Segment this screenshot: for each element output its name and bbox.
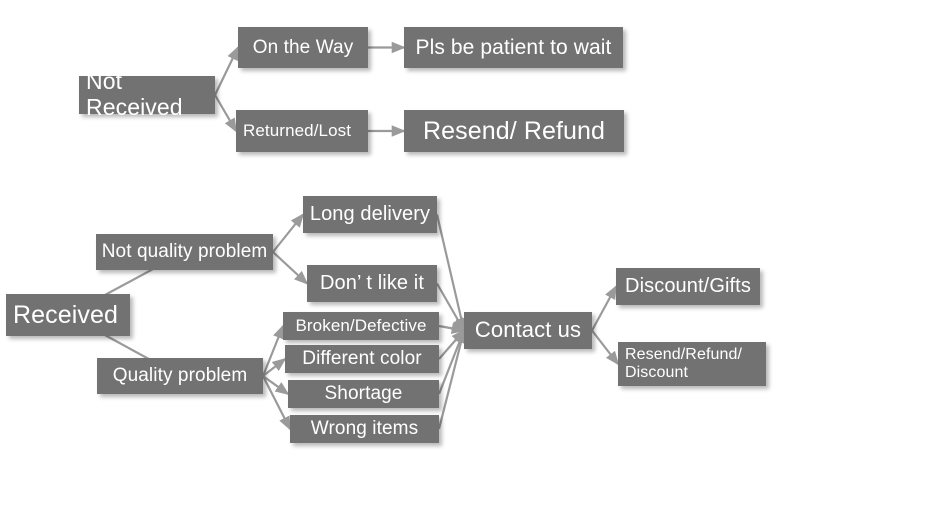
connector-not-received-to-on-the-way — [214, 45, 239, 96]
node-on-the-way[interactable]: On the Way — [238, 27, 368, 68]
node-resend-refund[interactable]: Resend/ Refund — [404, 110, 624, 152]
node-wrong-items[interactable]: Wrong items — [290, 415, 439, 443]
node-shortage[interactable]: Shortage — [288, 380, 439, 408]
connector-wrong-items-to-contact-us — [437, 328, 467, 430]
node-long-delivery[interactable]: Long delivery — [303, 196, 437, 233]
connector-quality-to-broken-defective — [261, 324, 285, 377]
node-different-color[interactable]: Different color — [285, 345, 439, 373]
connector-long-delivery-to-contact-us — [435, 214, 467, 333]
connector-dont-like-it-to-contact-us — [436, 282, 465, 333]
connector-contact-us-to-discount-gifts — [591, 284, 617, 332]
connector-quality-to-wrong-items — [262, 375, 291, 431]
connector-not-quality-to-long-delivery — [272, 213, 305, 253]
connector-not-quality-to-dont-like-it — [272, 251, 309, 285]
connector-quality-to-different-color — [262, 357, 287, 377]
node-broken-defective[interactable]: Broken/Defective — [283, 312, 439, 340]
node-contact-us[interactable]: Contact us — [464, 312, 592, 349]
node-discount-gifts[interactable]: Discount/Gifts — [616, 268, 760, 305]
node-dont-like-it[interactable]: Don’ t like it — [307, 265, 437, 302]
connector-broken-defective-to-contact-us — [438, 322, 466, 334]
connector-quality-to-shortage — [262, 375, 290, 396]
node-not-received[interactable]: Not Received — [79, 68, 215, 120]
node-quality-problem[interactable]: Quality problem — [97, 358, 263, 394]
node-resend-refund-disc[interactable]: Resend/Refund/ Discount — [618, 342, 766, 386]
connector-different-color-to-contact-us — [438, 329, 466, 360]
connector-contact-us-to-resend-refund-disc — [591, 329, 620, 366]
node-pls-be-patient[interactable]: Pls be patient to wait — [404, 27, 623, 68]
connector-shortage-to-contact-us — [437, 328, 466, 395]
node-received[interactable]: Received — [6, 294, 130, 336]
node-returned-lost[interactable]: Returned/Lost — [236, 110, 368, 152]
node-not-quality-problem[interactable]: Not quality problem — [96, 234, 273, 270]
connector-not-received-to-returned-lost — [214, 94, 237, 133]
